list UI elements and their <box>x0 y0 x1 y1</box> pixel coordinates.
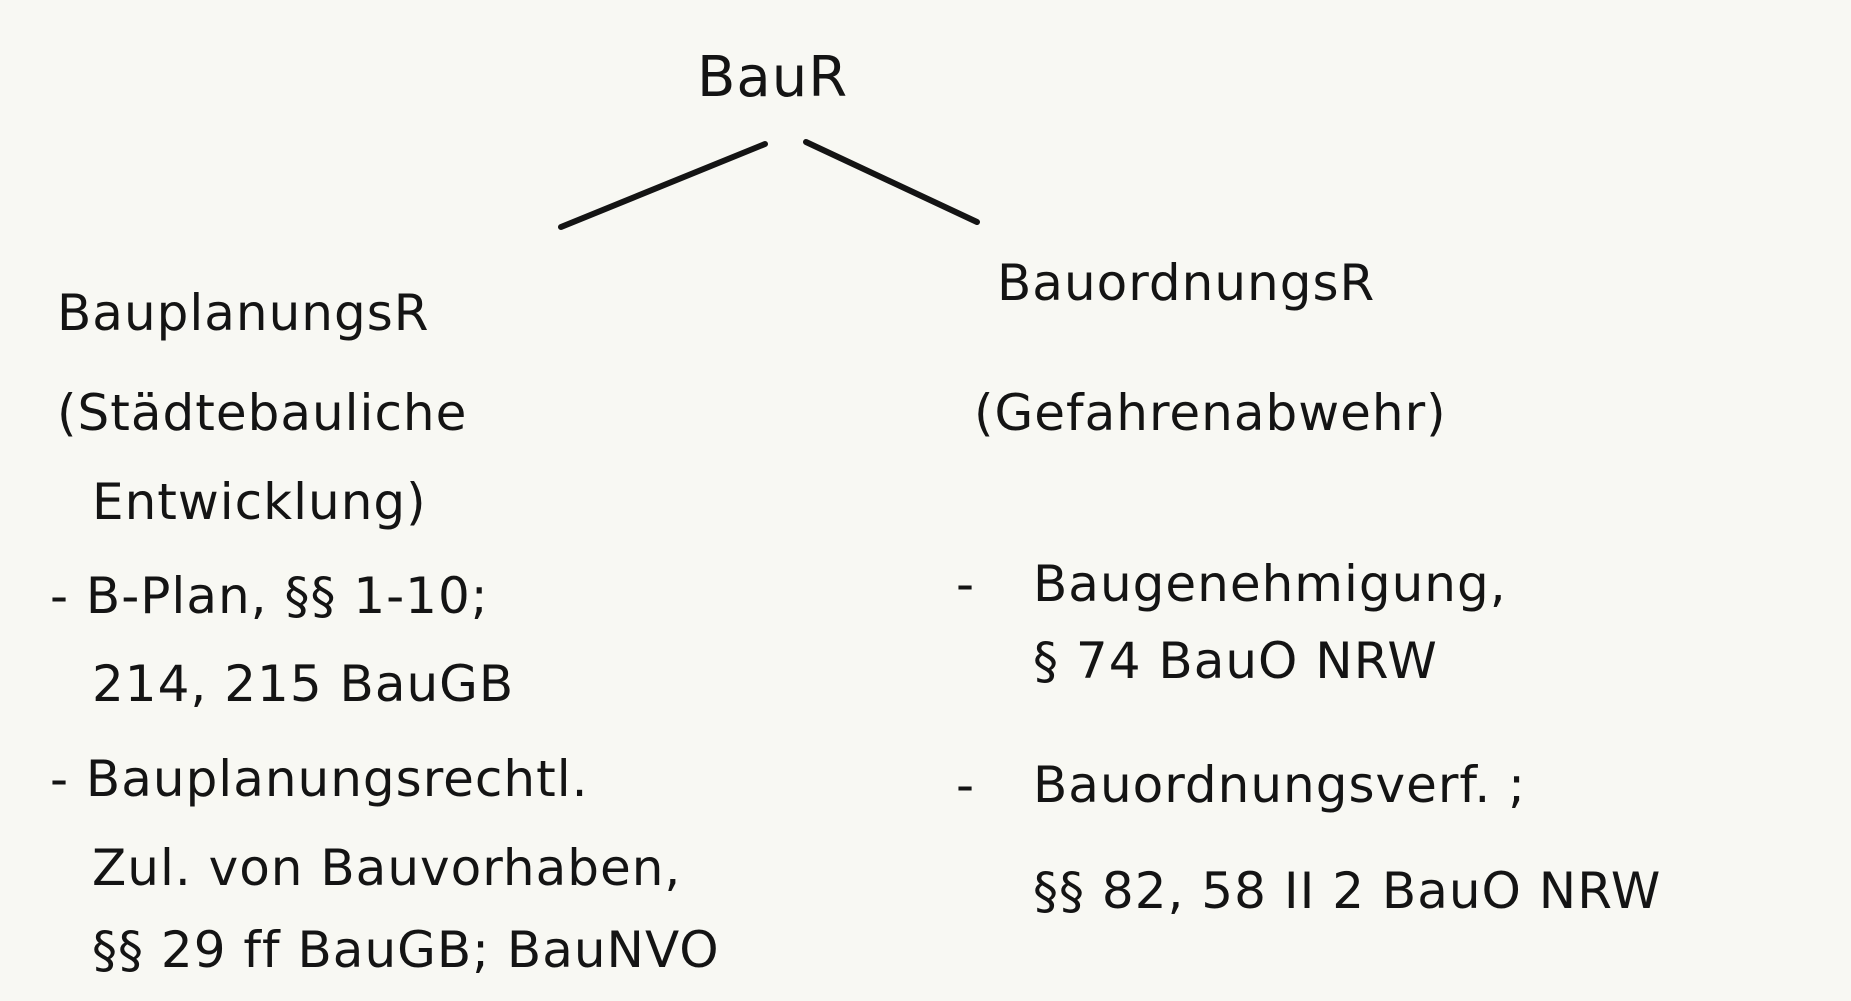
right-item-1-line2: § 74 BauO NRW <box>1033 632 1438 690</box>
left-subtitle-line2: Entwicklung) <box>92 473 427 531</box>
right-title: BauordnungsR <box>997 254 1376 312</box>
right-item-2-line2: §§ 82, 58 II 2 BauO NRW <box>1033 862 1662 920</box>
left-item-2-line2: Zul. von Bauvorhaben, <box>92 839 682 897</box>
left-item-1-line2: 214, 215 BauGB <box>92 655 515 713</box>
left-item-1-line1: - B-Plan, §§ 1-10; <box>50 567 489 625</box>
root-node: BauR <box>697 45 849 110</box>
left-title: BauplanungsR <box>57 284 430 342</box>
left-subtitle-line1: (Städtebauliche <box>57 384 468 442</box>
right-subtitle: (Gefahrenabwehr) <box>974 384 1447 442</box>
right-item-1-dash: - <box>956 555 976 613</box>
connector-left <box>558 141 768 230</box>
left-item-2-line3: §§ 29 ff BauGB; BauNVO <box>92 921 720 979</box>
connector-right <box>803 139 980 225</box>
left-item-2-line1: - Bauplanungsrechtl. <box>50 750 589 808</box>
right-item-2-line1: Bauordnungsverf. ; <box>1033 756 1526 814</box>
right-item-1-line1: Baugenehmigung, <box>1033 555 1507 613</box>
right-item-2-dash: - <box>956 756 976 814</box>
